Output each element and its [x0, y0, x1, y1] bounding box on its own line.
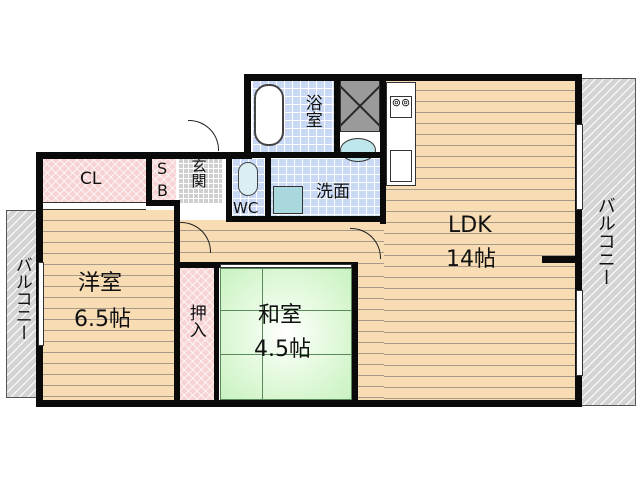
room-shoe-box — [152, 158, 176, 202]
room-closet — [42, 158, 146, 202]
room-western — [42, 210, 176, 400]
japanese-room-sliding-door[interactable] — [220, 264, 352, 268]
closet-label: CL — [80, 169, 102, 189]
shoe-box-label-s: S — [157, 159, 168, 178]
wall-wet-bottom — [226, 216, 384, 222]
wall-bath-right — [334, 74, 340, 158]
ldk-size: 14帖 — [446, 247, 496, 272]
entrance-door[interactable] — [188, 120, 219, 151]
tatami-line-v — [262, 268, 263, 400]
wall-closet-bottom — [146, 200, 180, 206]
ldk-name: LDK — [448, 213, 492, 238]
tatami-line-h1 — [220, 310, 352, 311]
wall-kitchen-left — [380, 74, 386, 224]
closet-doors — [42, 202, 146, 210]
toilet-label: WC — [233, 199, 259, 217]
wall-bath-left — [244, 74, 251, 158]
room-entrance — [178, 158, 222, 204]
room-japanese — [220, 268, 352, 400]
pipe-shaft — [340, 80, 380, 132]
window-western — [38, 262, 44, 346]
washroom-label: 洗面 — [316, 182, 350, 202]
balcony-right-label: バルコニー — [594, 196, 616, 286]
room-ldk — [384, 80, 576, 400]
balcony-right — [578, 78, 636, 406]
entrance-label: 玄関 — [189, 158, 208, 188]
wall-toilet-left — [226, 152, 232, 222]
shoe-box-label-b: B — [157, 181, 168, 200]
wall-top-left — [36, 152, 252, 159]
toilet-icon — [238, 162, 258, 196]
wall-outer-right — [575, 74, 582, 407]
western-room-size: 6.5帖 — [74, 307, 131, 332]
window-ldk-upper — [576, 124, 583, 210]
japanese-room-size: 4.5帖 — [254, 337, 311, 362]
wall-western-right — [174, 204, 180, 404]
sink-icon — [390, 150, 412, 182]
western-room-name: 洋室 — [78, 271, 123, 296]
washbasin-icon — [340, 138, 376, 162]
oshiire-label: 押入 — [185, 304, 206, 338]
balcony-left-label: バルコニー — [11, 256, 32, 341]
wall-closet-right — [146, 152, 152, 202]
ldk-lower — [356, 266, 384, 400]
bath-label: 浴室 — [301, 94, 322, 128]
wall-toilet-right — [265, 152, 271, 222]
washing-machine-icon — [273, 186, 303, 214]
wall-outer-bottom — [36, 400, 582, 407]
window-ldk-lower — [576, 290, 583, 376]
tatami-line-h2 — [220, 354, 352, 355]
balcony-left — [6, 210, 38, 398]
bathtub-icon — [254, 84, 284, 146]
wall-oshiire-right — [214, 268, 219, 404]
room-oshiire — [180, 268, 214, 400]
wall-bath-bottom — [244, 152, 384, 158]
wall-ldk-stub — [542, 256, 578, 263]
wall-japanese-right — [352, 262, 358, 404]
stove-icon: ⊚⊚ — [390, 96, 412, 118]
japanese-room-name: 和室 — [258, 303, 303, 328]
wall-outer-top-right — [244, 74, 582, 81]
